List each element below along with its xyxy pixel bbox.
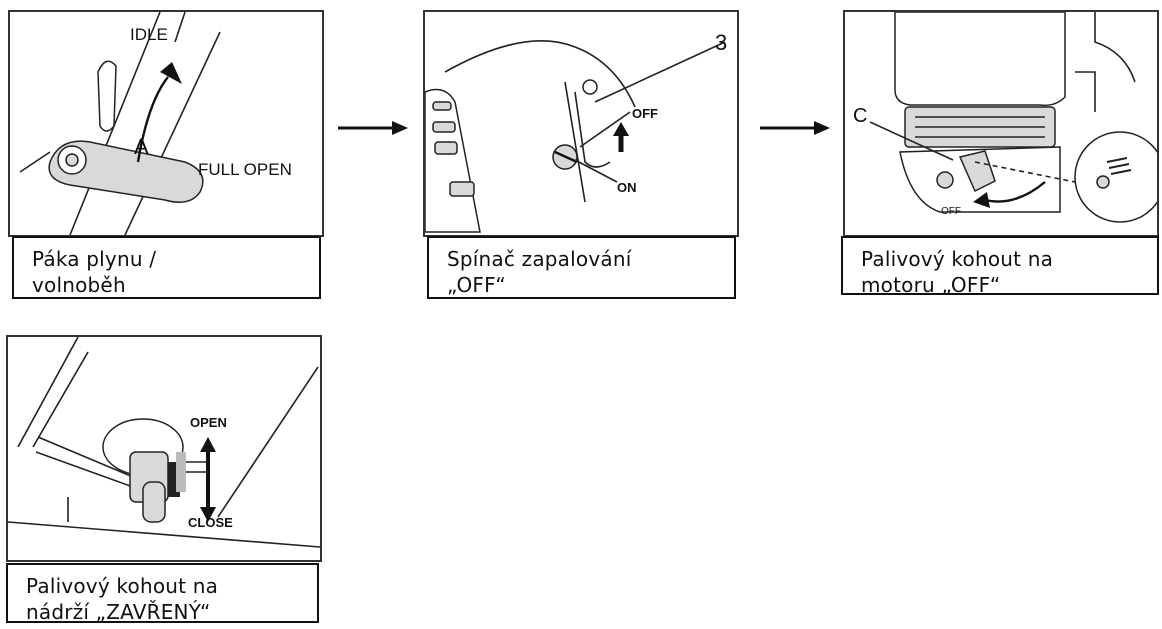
marker-c-label: C xyxy=(853,105,867,127)
ignition-drawing: 3 OFF ON xyxy=(425,30,727,233)
throttle-illustration: IDLE FULL OPEN A xyxy=(8,10,324,237)
off-label: OFF xyxy=(941,206,961,217)
marker-a-label: A xyxy=(134,134,149,159)
throttle-caption: Páka plynu / volnoběh xyxy=(32,247,157,297)
full-open-label: FULL OPEN xyxy=(198,160,292,179)
arrow-right-icon xyxy=(338,121,408,135)
ignition-caption-box: Spínač zapalování „OFF“ xyxy=(427,236,736,299)
engine-valve-caption: Palivový kohout na motoru „OFF“ xyxy=(861,247,1054,295)
tank-valve-drawing: OPEN CLOSE xyxy=(8,337,320,548)
throttle-caption-box: Páka plynu / volnoběh xyxy=(12,236,321,299)
idle-direction-arrow xyxy=(160,62,182,84)
tank-valve-illustration: OPEN CLOSE xyxy=(6,335,322,562)
ignition-caption: Spínač zapalování „OFF“ xyxy=(447,247,632,297)
ignition-illustration: 3 OFF ON xyxy=(423,10,739,237)
callout-number-label: 3 xyxy=(715,30,727,55)
throttle-drawing: IDLE FULL OPEN A xyxy=(19,12,292,235)
engine-valve-drawing: C OFF xyxy=(853,12,1157,223)
engine-valve-illustration: C OFF xyxy=(843,10,1159,237)
on-label: ON xyxy=(617,180,637,195)
tank-valve-caption: Palivový kohout na nádrží „ZAVŘENÝ“ xyxy=(26,574,219,623)
engine-valve-caption-box: Palivový kohout na motoru „OFF“ xyxy=(841,236,1159,295)
arrow-right-icon xyxy=(760,121,830,135)
close-label: CLOSE xyxy=(188,515,233,530)
idle-label: IDLE xyxy=(130,25,168,44)
tank-valve-caption-box: Palivový kohout na nádrží „ZAVŘENÝ“ xyxy=(6,563,319,623)
open-label: OPEN xyxy=(190,415,227,430)
off-label: OFF xyxy=(632,106,658,121)
